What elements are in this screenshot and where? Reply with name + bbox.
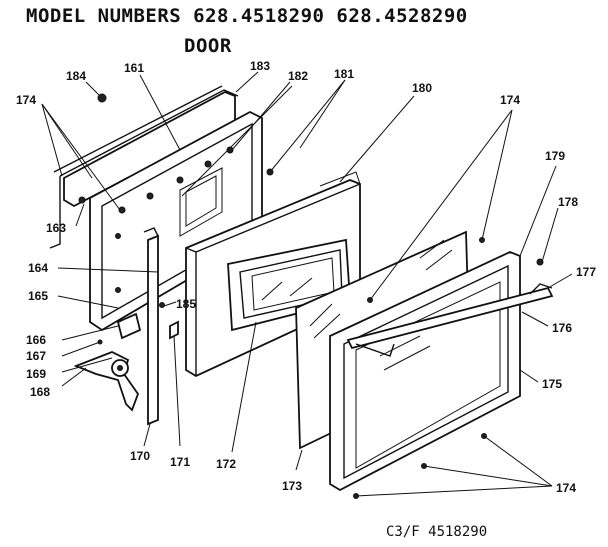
label-170: 170 (130, 449, 150, 463)
leader-lines (41, 71, 573, 497)
footer-reference-code: C3/F 4518290 (386, 524, 487, 540)
label-183: 183 (250, 59, 270, 73)
label-175: 175 (542, 377, 562, 391)
label-161: 161 (124, 61, 144, 75)
label-167: 167 (26, 349, 46, 363)
part-164-hinge-channel (143, 227, 159, 426)
label-185: 185 (176, 297, 196, 311)
label-176: 176 (552, 321, 572, 335)
label-181: 181 (334, 67, 354, 81)
label-165: 165 (28, 289, 48, 303)
title-model-numbers: MODEL NUMBERS 628.4518290 628.4528290 (26, 5, 468, 27)
label-178: 178 (558, 195, 578, 209)
label-171: 171 (170, 455, 190, 469)
label-174-bottom-right: 174 (556, 481, 576, 495)
label-179: 179 (545, 149, 565, 163)
label-169: 169 (26, 367, 46, 381)
label-182: 182 (288, 69, 308, 83)
title-door: DOOR (184, 35, 232, 57)
label-184: 184 (66, 69, 86, 83)
fasteners (78, 93, 544, 499)
part-number-labels: 184 161 183 182 181 180 174 174 174 179 … (16, 59, 596, 495)
label-174-top-right: 174 (500, 93, 520, 107)
label-166: 166 (26, 333, 46, 347)
label-174-top-left: 174 (16, 93, 36, 107)
part-166-hinge-block (116, 312, 142, 340)
label-164: 164 (28, 261, 48, 275)
label-172: 172 (216, 457, 236, 471)
label-173: 173 (282, 479, 302, 493)
label-168: 168 (30, 385, 50, 399)
label-163: 163 (46, 221, 66, 235)
part-169-hinge-arm (73, 351, 140, 412)
part-171-screw (169, 320, 179, 340)
label-177: 177 (576, 265, 596, 279)
part-176-handle (346, 283, 554, 357)
label-180: 180 (412, 81, 432, 95)
